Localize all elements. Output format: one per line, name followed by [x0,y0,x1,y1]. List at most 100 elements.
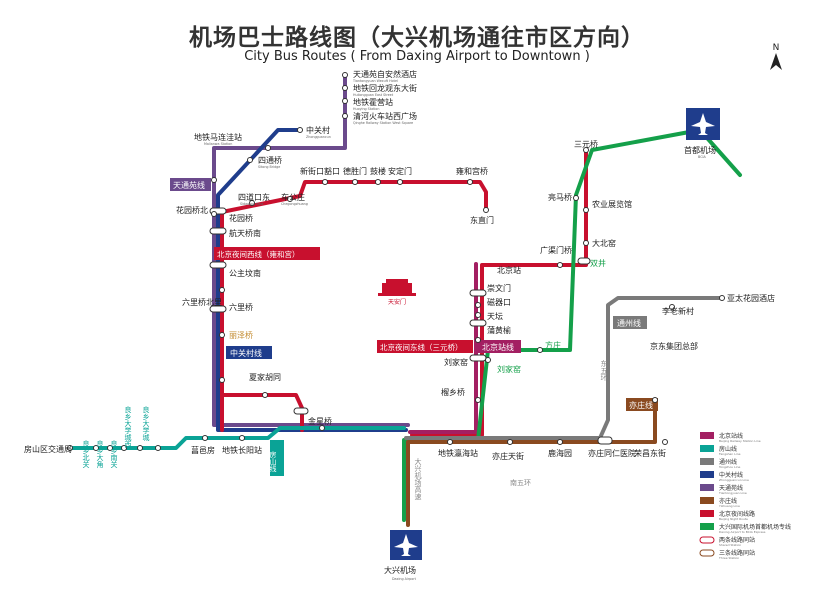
line-yizhuang [406,398,657,527]
legend-label-en: Beijing Railway Station Line [719,439,761,443]
legend-label-en: Fangshan Line [719,452,741,456]
svg-text:Chegongzhuang: Chegongzhuang [281,202,308,206]
legend-label: 北京夜间线路 [719,510,755,518]
station-label: 六里桥北里 [182,297,222,307]
svg-text:Daxing Airport: Daxing Airport [392,577,417,581]
svg-text:BCIA: BCIA [698,155,706,159]
legend-label-en: Tiantongyuan Line [718,491,747,495]
line-label-night-west: 北京夜间西线（雍和宫） [217,249,300,259]
station-label: 鹿海园 [548,448,572,458]
station-label: 夏家胡同 [249,372,281,382]
station-label: 亮马桥 [548,192,572,202]
station-label: 房山区交通局 [24,444,72,454]
station-label: 荣昌东街 [634,448,666,458]
line-label-express: 大兴国际机场首都机场专线 [625,140,682,172]
station-label: 李老新村 [662,306,694,316]
legend-label: 通州线 [719,458,737,466]
station-label: 天坛 [487,311,503,321]
station-label: 蒲黄榆 [487,325,511,335]
airplane-icon [390,530,422,560]
line-tiantongyuan [212,73,410,427]
legend-label-en: Beijing Night Route [719,517,748,521]
compass-icon: N [770,43,782,70]
line-label-zhongguancun: 中关村线 [230,348,262,358]
line-label-tongzhou: 通州线 [617,318,641,328]
station-label: 方庄 [545,340,561,350]
legend-swatch [700,432,714,439]
line-label-beijing-station: 北京站线 [482,342,514,352]
station-label: 刘家窑 [444,357,468,367]
station-label: 崇文门 [487,283,511,293]
legend-label: 天通苑线 [719,484,743,492]
station-label: 金星桥 [308,416,332,426]
station-label: 良乡北关 [82,439,90,469]
legend-swatch [699,549,715,557]
station-label: 菖邑房 [191,445,215,455]
line-label-fangshan: 房山线 [269,450,277,472]
road-label: 大兴机场高速 [414,457,422,501]
svg-text:Sitong Bridge: Sitong Bridge [258,165,280,169]
legend-swatch [700,510,714,517]
station-label: 三元桥 [574,139,598,149]
legend-swatch [700,484,714,491]
station-label: 良乡大学城西 [124,405,132,449]
station-label: 清河火车站西广场 [353,111,417,121]
legend-label: 三条线路同站 [719,549,755,557]
station-label: 花园桥北 [176,205,208,215]
station-label: 良乡大角 [96,439,104,469]
legend-swatch [700,458,714,465]
station-label: 德胜门 [343,166,367,176]
station-label: 东直门 [470,215,494,225]
station-label: 良乡南关 [110,439,118,469]
legend-label-en: Yizhuang Line [719,504,740,508]
station-label: 地铁回龙观东大街 [353,83,417,93]
road-label: 东五环 [600,359,608,382]
station-label: 四通桥 [258,155,282,165]
station-label: 良乡大学城 [142,405,150,442]
legend-label-en: Daxing Airport to BCIA Express [719,530,766,534]
svg-text:Zhongguancun: Zhongguancun [306,135,331,139]
station-label: 安定门 [388,166,412,176]
station-label: 双井 [590,258,606,268]
station-label: 北京站 [497,265,521,275]
station-label: 中关村 [306,125,330,135]
svg-text:Qinghe Railway Station West Sq: Qinghe Railway Station West Square [353,121,413,125]
legend-swatch [700,497,714,504]
station-label: 磁器口 [487,297,511,307]
station-label: 四道口东 [238,192,270,202]
station-label: 公主坟南 [229,268,261,278]
svg-text:Malianwa Station: Malianwa Station [204,142,232,146]
station-label: 花园桥 [229,213,253,223]
legend-label-en: Three Station [718,556,739,560]
station-label: 农业展览馆 [592,199,632,209]
station-label: 丽泽桥 [229,330,253,340]
station-label: 亚太花园酒店 [727,293,775,303]
legend-swatch [699,536,715,544]
line-night-east [410,148,588,437]
station-label: 亦庄天街 [492,451,524,461]
road-label: 南五环 [510,478,531,487]
station-label: 首都机场 [684,145,716,155]
station-label: 雍和宫桥 [456,166,488,176]
station-label: 地铁瀛海站 [438,448,478,458]
station-label: 天安门 [388,298,406,306]
map-title-cn: 机场巴士路线图（大兴机场通往市区方向） [189,25,645,51]
legend-swatch [700,445,714,452]
legend-label: 房山线 [719,445,737,453]
svg-text:Tiantongyuan Wexuft Hotel: Tiantongyuan Wexuft Hotel [352,79,398,83]
svg-text:Huilongguan East Street: Huilongguan East Street [353,93,394,97]
station-label: 大兴机场 [384,565,416,575]
station-label: 鼓楼 [370,166,386,176]
station-label: 六里桥 [229,302,253,312]
station-label: 天通苑自安然酒店 [353,69,417,79]
line-express [402,128,742,522]
station-label: 刘家窑 [497,364,521,374]
legend-label-en: Tongzhou Line [718,465,741,469]
svg-text:Sidaokou East: Sidaokou East [240,202,264,206]
station-label: 京东集团总部 [650,341,698,351]
station-label: 大北窑 [592,238,616,248]
legend-label: 北京站线 [719,432,743,440]
station-label: 地铁长阳站 [222,445,262,455]
